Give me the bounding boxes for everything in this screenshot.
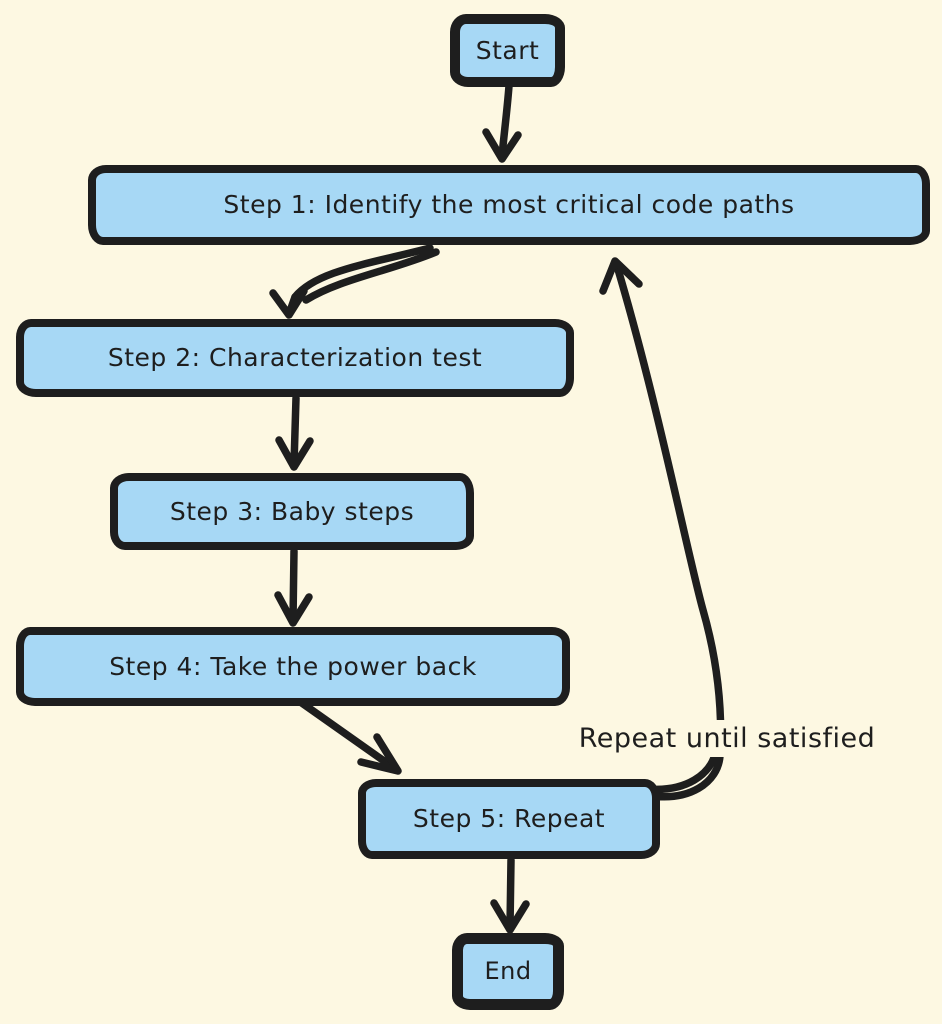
node-step4: Step 4: Take the power back bbox=[16, 627, 570, 706]
arrow-step5-to-end bbox=[490, 856, 530, 934]
node-step2: Step 2: Characterization test bbox=[16, 319, 574, 397]
edge-label-repeat-until-satisfied: Repeat until satisfied bbox=[572, 720, 882, 757]
node-end: End bbox=[452, 933, 564, 1010]
arrow-step3-to-step4 bbox=[274, 547, 313, 627]
node-step5: Step 5: Repeat bbox=[358, 779, 660, 859]
node-step5-label: Step 5: Repeat bbox=[412, 804, 606, 834]
node-step1-label: Step 1: Identify the most critical code … bbox=[223, 190, 795, 220]
arrow-start-to-step1 bbox=[482, 82, 522, 163]
arrow-step4-to-step5 bbox=[295, 697, 402, 775]
node-step2-label: Step 2: Characterization test bbox=[107, 343, 483, 373]
arrow-step5-to-step1 bbox=[599, 257, 725, 801]
node-end-label: End bbox=[484, 957, 532, 986]
node-step3-label: Step 3: Baby steps bbox=[169, 496, 415, 526]
node-step1: Step 1: Identify the most critical code … bbox=[88, 165, 930, 245]
arrow-step1-to-step2 bbox=[269, 244, 440, 319]
node-start-label: Start bbox=[475, 35, 540, 65]
node-start: Start bbox=[450, 14, 565, 87]
node-step3: Step 3: Baby steps bbox=[110, 473, 474, 550]
arrow-step2-to-step3 bbox=[275, 394, 314, 471]
node-step4-label: Step 4: Take the power back bbox=[109, 651, 477, 681]
